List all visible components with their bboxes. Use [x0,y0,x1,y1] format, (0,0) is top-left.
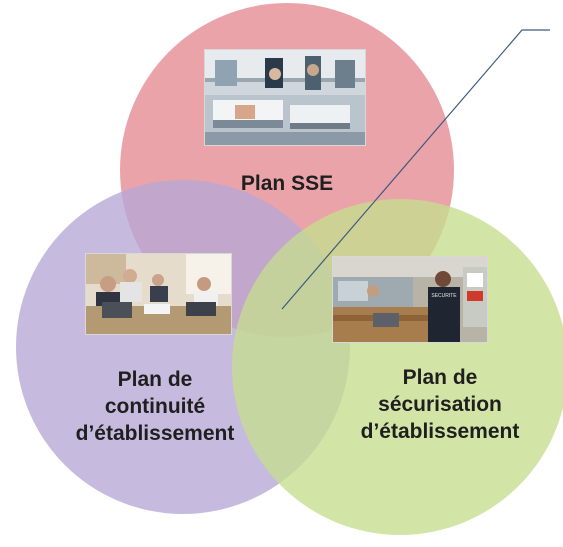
label-plan-sse: Plan SSE [210,170,364,197]
label-plan-continuite: Plan de continuité d’établissement [45,366,265,447]
label-plan-securisation-line-2: sécurisation [378,393,502,416]
callout-connector-line [281,29,550,310]
label-plan-continuite-line-3: d’établissement [75,422,235,445]
label-plan-continuite-line-2: continuité [104,395,206,418]
label-plan-securisation-line-1: Plan de [402,366,478,389]
label-plan-securisation-line-3: d’établissement [360,420,520,443]
label-plan-securisation: Plan de sécurisation d’établissement [330,364,550,445]
securite-badge-text: SECURITE [431,293,457,299]
meeting-room-photo [85,253,232,335]
hospital-ward-photo [204,49,366,146]
security-desk-photo: SECURITE [332,256,488,343]
label-plan-continuite-line-1: Plan de [117,368,193,391]
label-plan-sse-line-1: Plan SSE [240,172,334,195]
